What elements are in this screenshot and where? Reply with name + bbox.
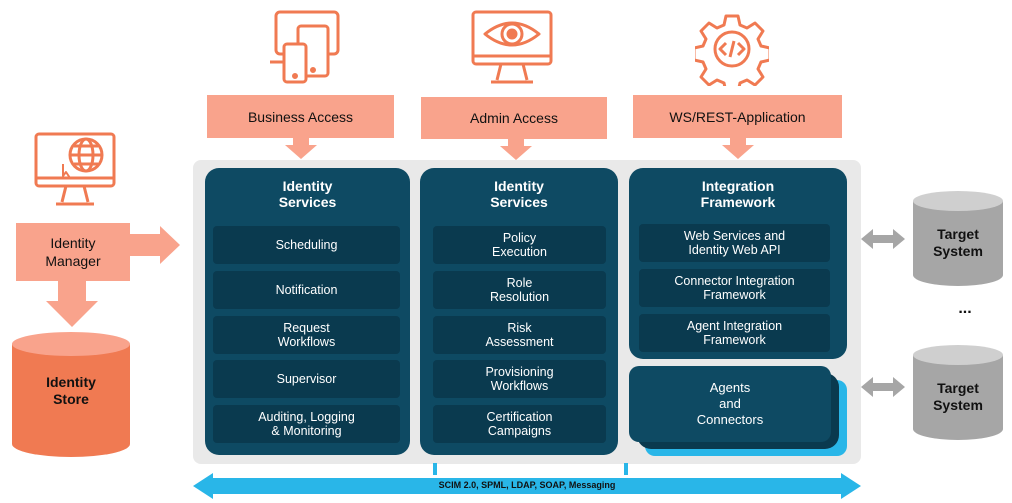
identity-store-cylinder bbox=[12, 332, 130, 457]
arrow-down-manager bbox=[46, 281, 98, 327]
devices-icon bbox=[270, 10, 340, 84]
monitor-globe-icon bbox=[34, 132, 116, 206]
monitor-eye-icon bbox=[471, 10, 553, 84]
arrow-down-admin bbox=[500, 138, 532, 160]
arrow-down-business bbox=[285, 137, 317, 159]
business-access-label: Business Access bbox=[207, 95, 394, 138]
ellipsis: ... bbox=[958, 300, 972, 317]
service-policy-execution: Policy Execution bbox=[433, 226, 606, 264]
bus-connector-2 bbox=[624, 463, 628, 475]
service-request-workflows: Request Workflows bbox=[213, 316, 400, 354]
panel-title: Identity Services bbox=[490, 178, 548, 210]
agents-and-connectors: Agents and Connectors bbox=[629, 366, 831, 442]
identity-services-panel-1: Identity Services Scheduling Notificatio… bbox=[205, 168, 410, 455]
service-web-api: Web Services and Identity Web API bbox=[639, 224, 830, 262]
service-certification-campaigns: Certification Campaigns bbox=[433, 405, 606, 443]
service-risk-assessment: Risk Assessment bbox=[433, 316, 606, 354]
service-notification: Notification bbox=[213, 271, 400, 309]
bus-connector-1 bbox=[433, 463, 437, 475]
arrow-down-ws bbox=[722, 137, 754, 159]
service-scheduling: Scheduling bbox=[213, 226, 400, 264]
service-connector-integration: Connector Integration Framework bbox=[639, 269, 830, 307]
target-system-label-1: Target System bbox=[933, 226, 983, 259]
service-auditing: Auditing, Logging & Monitoring bbox=[213, 405, 400, 443]
target-system-cylinder-1 bbox=[913, 191, 1003, 286]
ws-rest-application-label: WS/REST-Application bbox=[633, 95, 842, 138]
service-provisioning-workflows: Provisioning Workflows bbox=[433, 360, 606, 398]
panel-title: Identity Services bbox=[278, 178, 337, 210]
target-system-label-2: Target System bbox=[933, 380, 983, 413]
protocol-bus-arrow bbox=[193, 473, 861, 499]
target-system-cylinder-2 bbox=[913, 345, 1003, 440]
code-gear-icon bbox=[695, 14, 769, 86]
identity-store-label: Identity Store bbox=[46, 374, 96, 407]
bidirectional-arrow-2 bbox=[861, 377, 905, 397]
panel-title: Integration Framework bbox=[700, 178, 776, 210]
identity-manager-label: Identity Manager bbox=[16, 223, 130, 281]
bidirectional-arrow-1 bbox=[861, 229, 905, 249]
integration-framework-panel: Integration Framework Web Services and I… bbox=[629, 168, 847, 359]
identity-services-panel-2: Identity Services Policy Execution Role … bbox=[420, 168, 618, 455]
protocol-bus-label: SCIM 2.0, SPML, LDAP, SOAP, Messaging bbox=[438, 480, 616, 490]
admin-access-label: Admin Access bbox=[421, 97, 607, 139]
arrow-right-manager bbox=[130, 226, 180, 264]
service-role-resolution: Role Resolution bbox=[433, 271, 606, 309]
service-agent-integration: Agent Integration Framework bbox=[639, 314, 830, 352]
service-supervisor: Supervisor bbox=[213, 360, 400, 398]
